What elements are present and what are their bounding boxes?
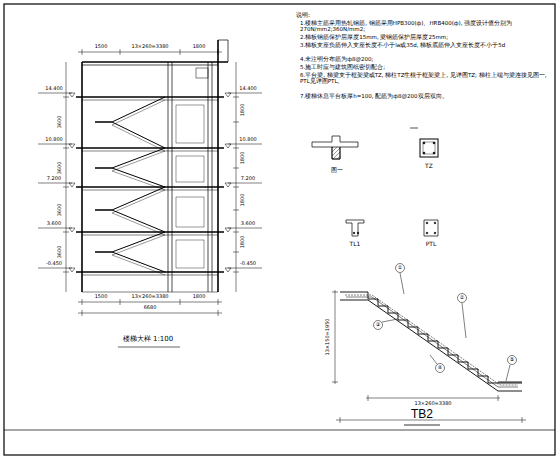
dimension: 1800 [240,152,246,165]
elevation: 7.200 [47,176,61,182]
dimension: 1500 [95,44,108,50]
tb2-slab [332,264,526,426]
elevation: 3.600 [241,221,255,227]
dimension: 13×260=3380 [131,294,168,300]
detail-name: TZ [425,163,433,170]
note-text: 5.施工时应与建筑图纸密切配合; [300,64,550,70]
note-text: 2.梯板钢筋保护层厚度15mm, 梁钢筋保护层厚度25mm; [300,34,550,40]
callout-number: ⑤ [510,357,514,363]
note-text: 1.楼梯主筋采用热轧钢筋, 钢筋采用HPB300(ф)、HRB400(ф), 强… [300,20,550,32]
elevation: -0.450 [46,261,62,267]
elevation: 7.200 [241,176,255,182]
elevation: -0.450 [240,261,256,267]
note-text: 3.梯板支座负筋伸入支座长度不小于la或35d, 梯板底筋伸入支座长度不小于5d [300,42,550,48]
stair-section [76,40,228,292]
callout-number: ③ [376,322,380,328]
callout-number: ① [398,265,402,271]
dimension: 1800 [240,104,246,117]
notes-heading: 说明: [296,12,546,19]
drawing-title: TB2 [411,408,433,421]
dimension: 1800 [193,44,206,50]
dimension: 3600 [57,116,63,129]
note-text: 6.平台梁, 梯梁支于框架梁或TZ, 梯柱TZ生根于框架梁上, 见详图TZ; 梯… [300,72,550,84]
callout-number: ④ [438,365,442,371]
drawing-title: 楼梯大样 1:100 [123,336,173,344]
note-text: 7.楼梯休息平台板厚h=100, 配筋为ф8@200双层双向。 [300,93,550,99]
dimension: 1800 [240,194,246,207]
elevation: 14.400 [239,86,257,92]
elevation-marks [38,93,262,272]
elevation: 14.400 [45,86,63,92]
dimension-lines [63,49,239,316]
dimension: 13×260=3380 [414,401,451,407]
dimension: 3600 [57,204,63,217]
callout-number: ② [460,295,464,301]
detail-name: TL1 [350,241,361,248]
dimension: 3600 [57,246,63,259]
dimension: 13×260=3380 [131,44,168,50]
detail-name: PTL [426,241,437,248]
elevation: 10.800 [45,137,63,143]
detail-sections [312,128,438,236]
dimension: 1800 [240,236,246,249]
dimension: 3600 [57,162,63,175]
dimension: 1800 [193,294,206,300]
dimension: 13×150=1950 [325,318,331,355]
dimension: 1500 [95,294,108,300]
detail-name: 图一 [331,167,343,174]
elevation: 10.800 [239,137,257,143]
elevation: 3.600 [47,221,61,227]
dimension: 6680 [144,305,157,311]
note-text: 4.未注明分布筋为ф8@200; [300,56,550,62]
